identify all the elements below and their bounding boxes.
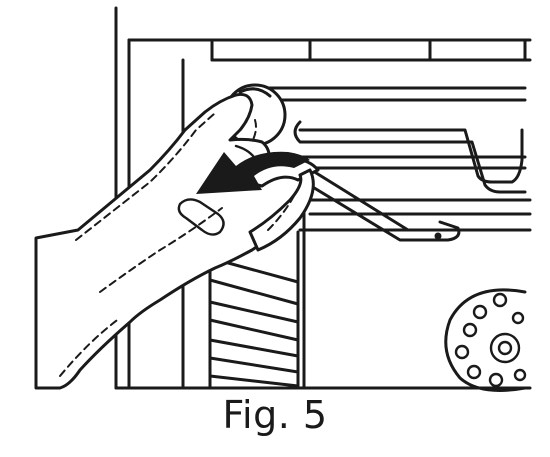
figure-caption: Fig. 5 bbox=[222, 393, 328, 437]
rotation-arrow-icon bbox=[196, 151, 320, 252]
fan-cover-icon bbox=[444, 288, 527, 392]
wire-bracket bbox=[286, 156, 461, 242]
bracket-screw-icon bbox=[434, 232, 442, 240]
top-heating-element bbox=[263, 86, 527, 194]
